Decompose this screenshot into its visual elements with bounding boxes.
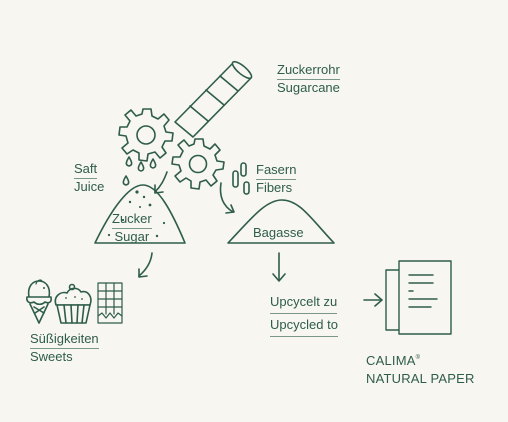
juice-label: Saft Juice xyxy=(74,161,104,195)
brand-logo-text: CALIMA® NATURAL PAPER xyxy=(366,349,475,388)
registered-mark: ® xyxy=(415,355,421,361)
drop-icon xyxy=(122,156,157,186)
sweets-label: Süßigkeiten Sweets xyxy=(30,331,99,365)
juice-label-en: Juice xyxy=(74,179,105,194)
arrow-icon xyxy=(272,252,286,282)
fibers-label: Fasern Fibers xyxy=(256,162,297,196)
arrow-icon xyxy=(219,182,235,214)
paper-stack-icon xyxy=(385,260,452,335)
gear-icon xyxy=(171,138,225,190)
bagasse-label-text: Bagasse xyxy=(253,225,304,240)
fibers-label-de: Fasern xyxy=(256,162,297,180)
brand-name: CALIMA xyxy=(366,353,416,368)
sugarcane-label: Zuckerrohr Sugarcane xyxy=(277,62,340,96)
sweets-label-en: Sweets xyxy=(30,349,73,364)
sugarcane-label-de: Zuckerrohr xyxy=(277,62,340,80)
fiber-icon xyxy=(232,162,250,195)
cupcake-icon xyxy=(54,283,92,324)
brand-product: NATURAL PAPER xyxy=(366,371,475,386)
arrow-icon xyxy=(363,293,383,307)
sugar-label-en: Sugar xyxy=(114,229,150,244)
sugar-label-de: Zucker xyxy=(112,211,152,229)
upcycled-label-en: Upcycled to xyxy=(270,314,338,337)
chocolate-bar-icon xyxy=(97,282,123,324)
arrow-icon xyxy=(138,252,153,278)
sugarcane-label-en: Sugarcane xyxy=(277,80,340,95)
sugar-label: Zucker Sugar xyxy=(112,211,152,245)
sweets-label-de: Süßigkeiten xyxy=(30,331,99,349)
sugar-grains xyxy=(107,190,166,238)
ice-cream-icon xyxy=(26,279,52,324)
gear-icon xyxy=(118,108,174,162)
upcycled-label-de: Upcycelt zu xyxy=(270,291,338,314)
sugarcane-icon xyxy=(174,60,253,138)
bagasse-label: Bagasse xyxy=(253,225,304,241)
upcycled-label: Upcycelt zu Upcycled to xyxy=(270,291,338,337)
fibers-label-en: Fibers xyxy=(256,180,293,195)
bagasse-mound xyxy=(227,199,335,244)
arrow-icon xyxy=(154,171,168,194)
juice-label-de: Saft xyxy=(74,161,98,179)
